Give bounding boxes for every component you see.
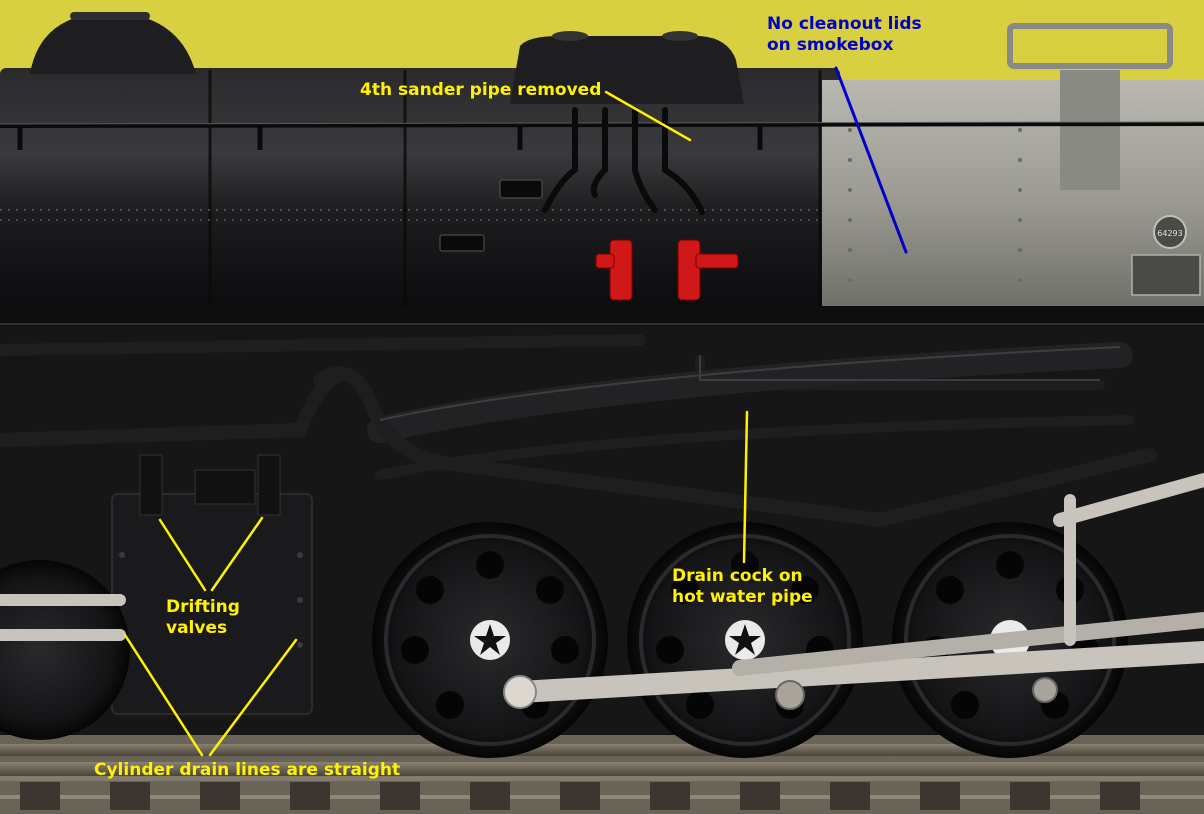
annotation-smokebox-line2: on smokebox <box>767 35 894 55</box>
piping <box>0 334 1157 528</box>
rod-pin-2 <box>775 680 805 710</box>
rod-pin-3 <box>1032 677 1058 703</box>
annotation-drifting-line1: Drifting <box>166 597 240 617</box>
pipe-highlights <box>379 346 1121 421</box>
builder-plate <box>1131 254 1201 296</box>
leader-drifting-left <box>158 518 207 592</box>
ballast-texture <box>0 775 1204 799</box>
sand-dome-hatch-2 <box>662 31 698 41</box>
annotation-cylinder-drain: Cylinder drain lines are straight <box>94 760 401 780</box>
smokebox-fitting <box>1007 23 1173 69</box>
number-plate-text: 64293 <box>1157 229 1182 238</box>
handrail-posts <box>17 126 763 150</box>
leader-lines <box>123 66 908 757</box>
boiler <box>0 68 840 310</box>
steam-dome-cap <box>70 12 150 20</box>
sander-valves <box>595 239 739 301</box>
steam-dome <box>30 12 196 74</box>
boiler-rivets <box>0 209 820 221</box>
sander-pipes <box>542 107 705 215</box>
annotation-drifting-line2: valves <box>166 618 228 638</box>
rail-near <box>0 762 1204 776</box>
annotation-drain-cock-line2: hot water pipe <box>672 587 813 607</box>
smokebox-fitting-2 <box>1060 70 1120 190</box>
leader-drifting-right <box>210 516 264 592</box>
annotation-drain-cock-line1: Drain cock on <box>672 566 803 586</box>
sand-dome <box>510 36 744 104</box>
annotation-drain-cock: Drain cock on hot water pipe <box>672 566 813 608</box>
annotation-drifting-valves: Drifting valves <box>166 597 240 639</box>
boiler-handle <box>499 179 543 199</box>
rail-ties <box>20 782 1140 810</box>
sand-dome-hatch <box>552 31 588 41</box>
smokebox-rivets <box>848 128 1022 282</box>
running-board <box>0 306 1204 324</box>
rail-far <box>0 744 1204 756</box>
drive-wheel-1 <box>372 522 608 758</box>
leader-sander <box>604 90 692 142</box>
annotation-sander: 4th sander pipe removed <box>360 80 602 100</box>
rod-pin <box>503 675 537 709</box>
side-rods <box>0 473 1204 703</box>
leader-cylinder-right <box>208 638 298 757</box>
drifting-valve-fittings <box>139 454 281 516</box>
boiler-handle-2 <box>439 234 485 252</box>
leader-drain-cock <box>742 410 749 564</box>
leader-cylinder-left <box>123 633 204 757</box>
annotation-smokebox: No cleanout lids on smokebox <box>767 14 922 56</box>
boiler-bands <box>208 70 822 306</box>
annotation-smokebox-line1: No cleanout lids <box>767 14 922 34</box>
number-plate <box>1153 215 1187 249</box>
leader-smokebox <box>834 66 908 254</box>
